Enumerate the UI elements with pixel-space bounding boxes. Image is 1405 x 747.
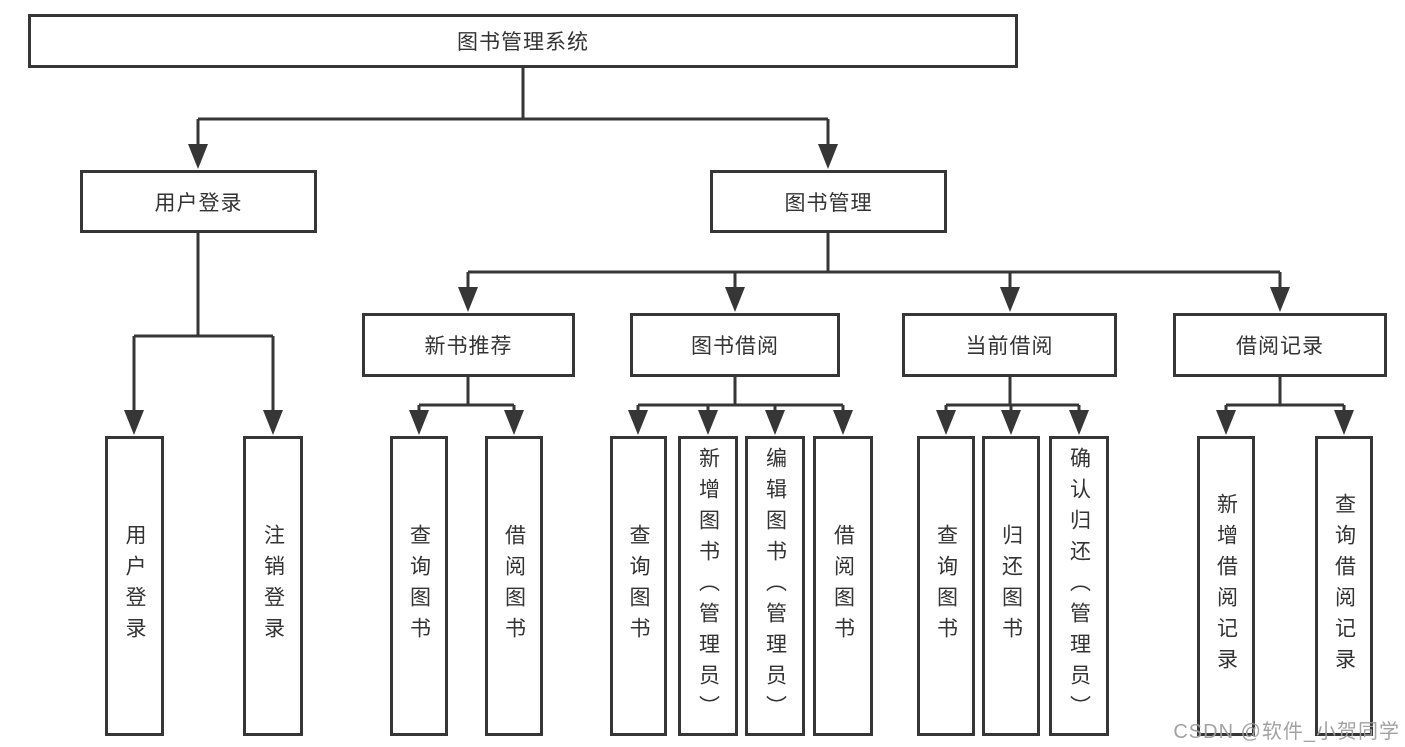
node-book-management: 图书管理 [710, 170, 947, 233]
arrow-down-icon [1069, 410, 1089, 435]
leaf-query-borrow-record: 查询借阅记录 [1315, 436, 1373, 736]
arrow-down-icon [765, 410, 785, 435]
arrow-down-icon [504, 410, 524, 435]
arrow-down-icon [818, 144, 838, 169]
node-current-borrowing: 当前借阅 [902, 313, 1117, 377]
csdn-watermark: CSDN @软件_小贺同学 [1173, 721, 1400, 743]
arrow-down-icon [1001, 410, 1021, 435]
leaf-add-borrow-record: 新增借阅记录 [1197, 436, 1255, 736]
leaf-confirm-return-admin: 确认归还（管理员） [1049, 436, 1109, 736]
leaf-return-books: 归还图书 [982, 436, 1040, 736]
leaf-logout-login: 注销登录 [243, 436, 303, 736]
leaf-query-books-recommend: 查询图书 [390, 436, 448, 736]
leaf-edit-books-admin: 编辑图书（管理员） [745, 436, 805, 736]
node-user-login: 用户登录 [80, 170, 317, 233]
arrow-down-icon [628, 410, 648, 435]
arrow-down-icon [698, 410, 718, 435]
node-new-book-recommendation: 新书推荐 [362, 313, 575, 377]
arrow-down-icon [936, 410, 956, 435]
arrow-down-icon [458, 287, 478, 312]
arrow-down-icon [188, 144, 208, 169]
leaf-borrow-books: 借阅图书 [813, 436, 873, 736]
arrow-down-icon [1270, 287, 1290, 312]
node-library-system-root: 图书管理系统 [28, 14, 1018, 68]
leaf-borrow-books-recommend: 借阅图书 [485, 436, 543, 736]
arrow-down-icon [725, 287, 745, 312]
leaf-query-books-borrow: 查询图书 [610, 436, 667, 736]
arrow-down-icon [1216, 410, 1236, 435]
arrow-down-icon [1334, 410, 1354, 435]
arrow-down-icon [833, 410, 853, 435]
arrow-down-icon [263, 410, 283, 435]
leaf-user-login: 用户登录 [105, 436, 164, 736]
leaf-query-books-current: 查询图书 [917, 436, 975, 736]
arrow-down-icon [1000, 287, 1020, 312]
arrow-down-icon [124, 410, 144, 435]
node-book-borrowing: 图书借阅 [630, 313, 840, 377]
leaf-add-books-admin: 新增图书（管理员） [678, 436, 738, 736]
node-borrowing-records: 借阅记录 [1173, 313, 1387, 377]
arrow-down-icon [409, 410, 429, 435]
